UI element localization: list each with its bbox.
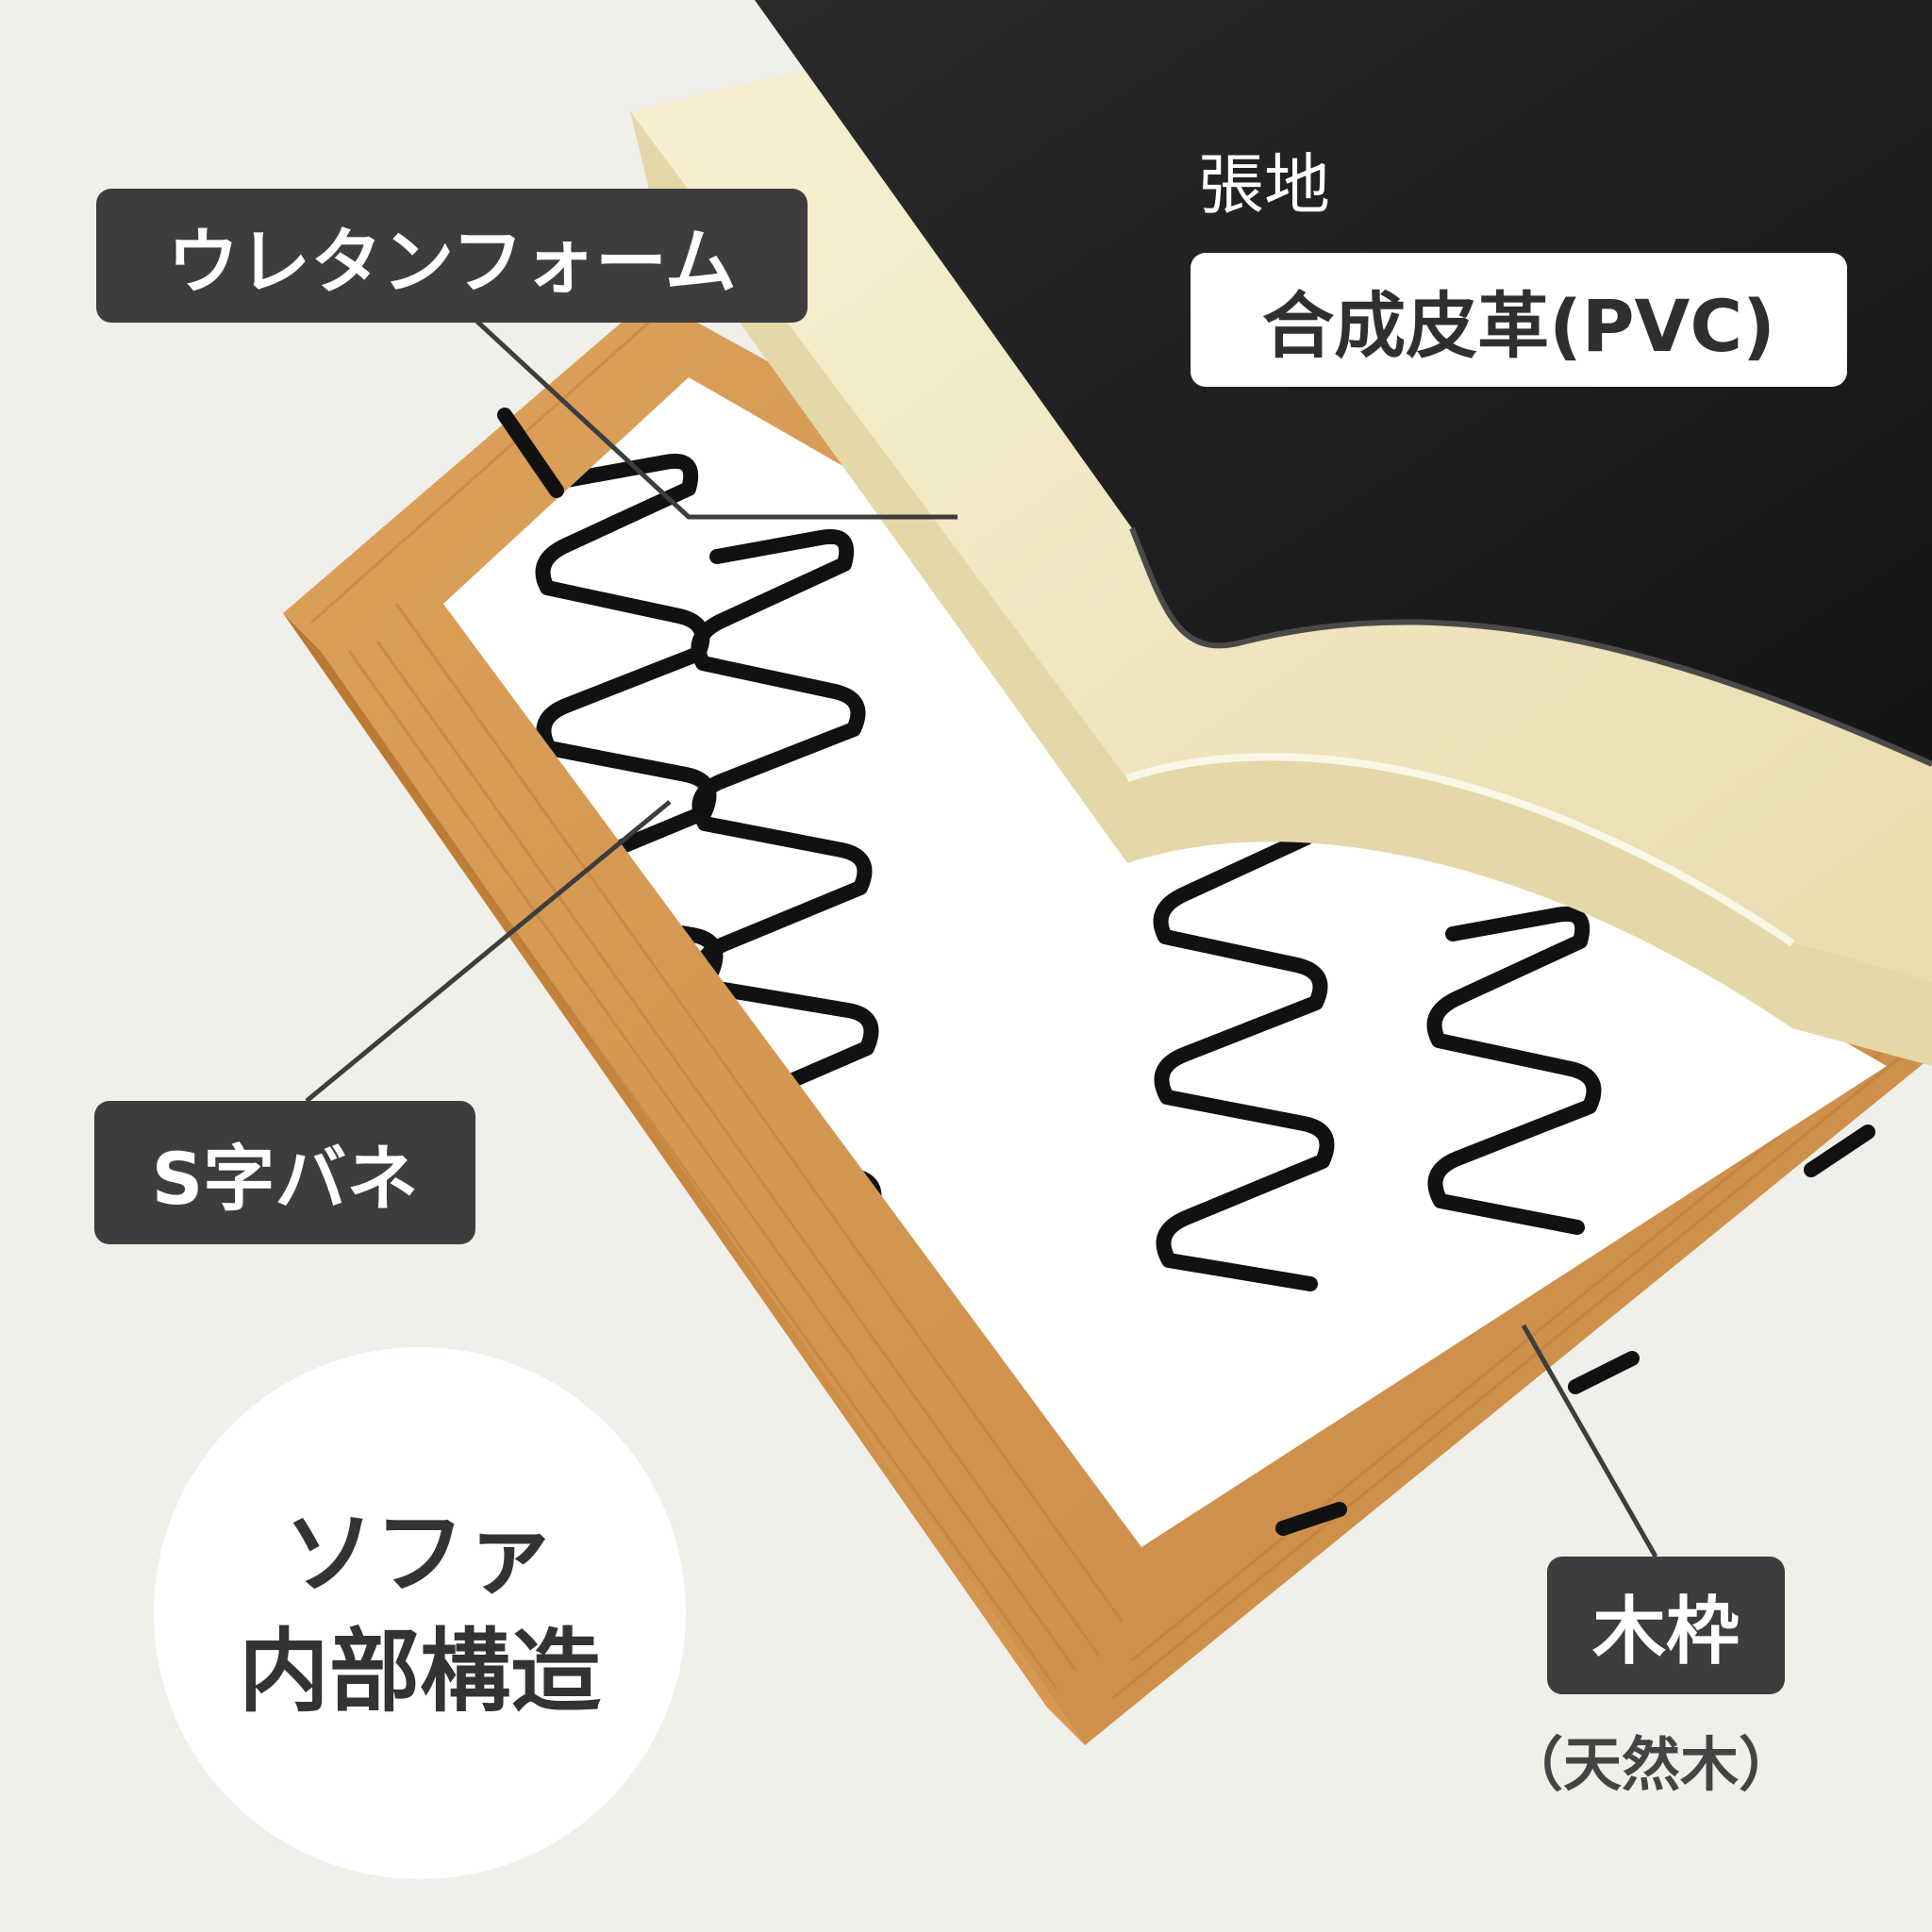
title-badge: ソファ 内部構造 <box>154 1347 686 1879</box>
wood-grain <box>310 319 1925 1700</box>
spring-hooks <box>497 408 1875 1536</box>
s-spring-4 <box>1426 906 1602 1235</box>
title-line-1: ソファ <box>284 1501 556 1607</box>
wood-frame-note: （天然木） <box>1505 1730 1798 1799</box>
leader-lines <box>305 319 1658 1558</box>
leader-frame <box>1521 1324 1658 1558</box>
foam-edge-highlight <box>1125 753 1795 947</box>
leather-edge <box>1129 526 1932 767</box>
frame-inner-panel <box>443 377 1887 1547</box>
s-spring-label: S字バネ <box>94 1101 475 1244</box>
upholstery-heading: 張地 <box>1198 146 1330 224</box>
title-line-2: 内部構造 <box>239 1619 601 1724</box>
urethane-foam-label: ウレタンフォーム <box>96 189 808 323</box>
wood-frame-edge <box>283 613 1085 1745</box>
leader-urethane <box>475 319 958 520</box>
leader-spring <box>305 800 672 1103</box>
foam-side <box>630 111 1932 1066</box>
s-spring-3 <box>1153 802 1335 1291</box>
wood-frame-label: 木枠 <box>1547 1557 1785 1694</box>
upholstery-material-label: 合成皮革(PVC) <box>1191 253 1847 387</box>
